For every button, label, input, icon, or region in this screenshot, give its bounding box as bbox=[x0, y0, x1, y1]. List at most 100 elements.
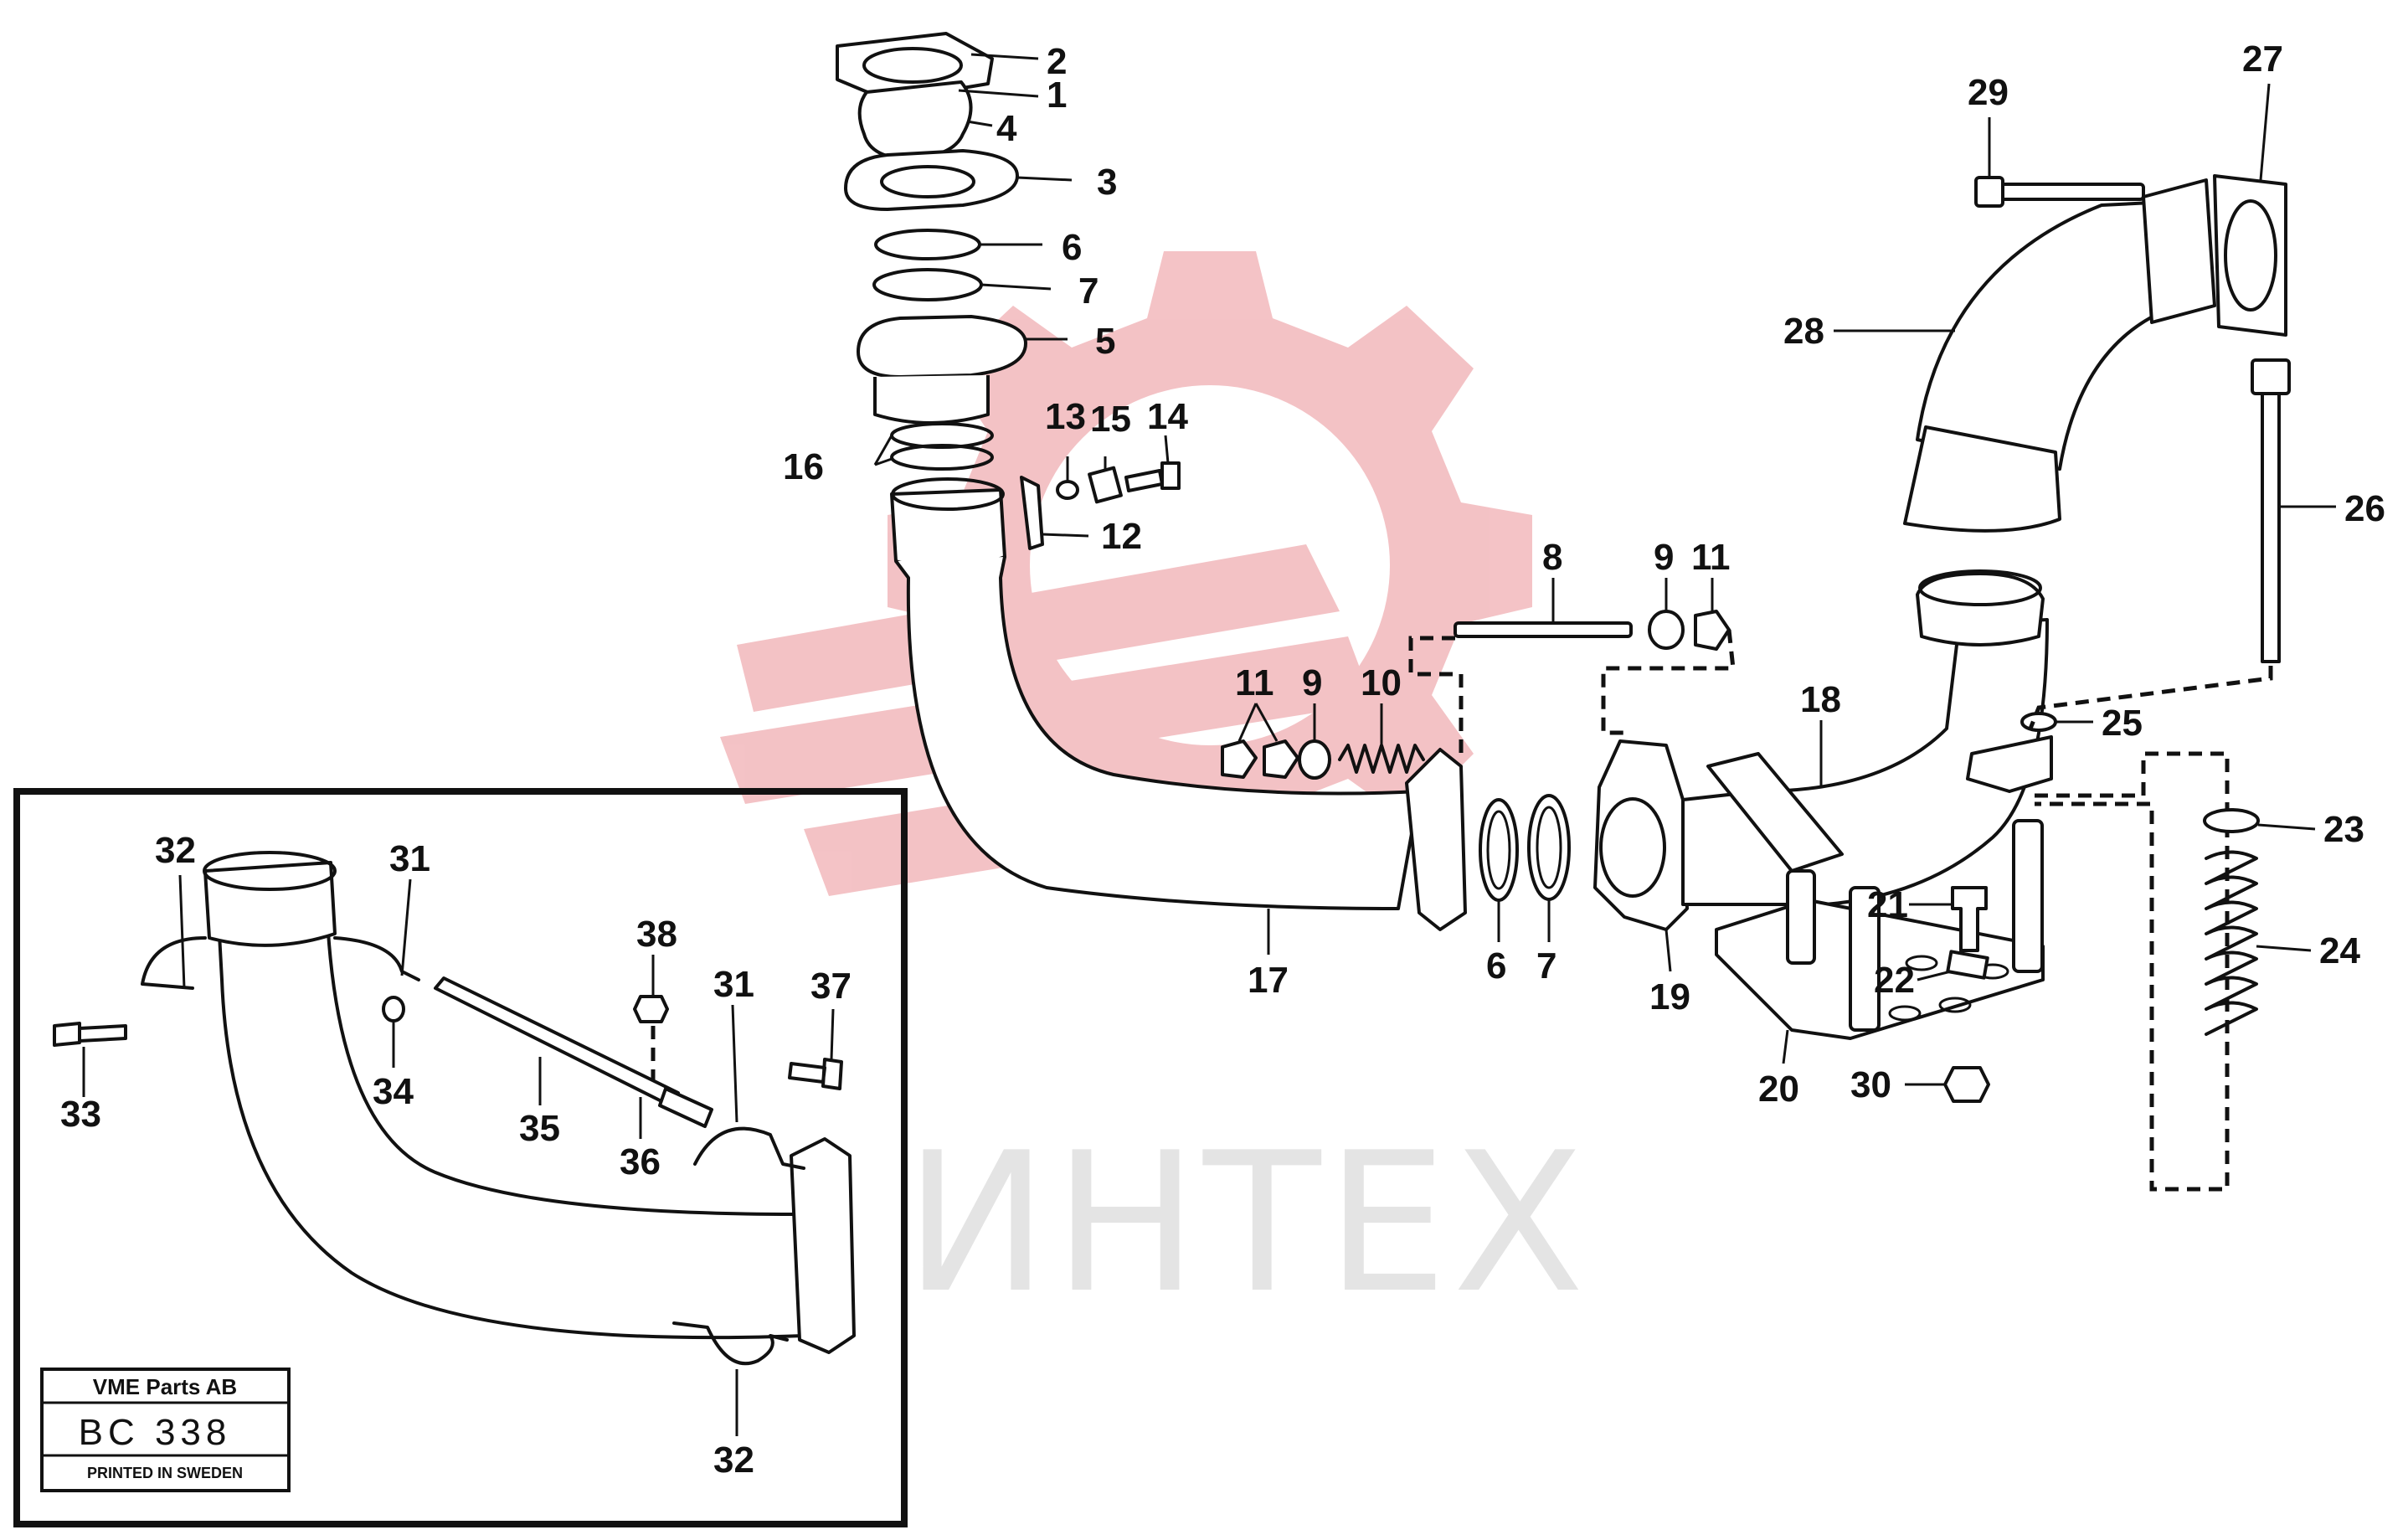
washer-9-left bbox=[1298, 739, 1331, 780]
flange-3-bore bbox=[880, 165, 975, 198]
pipe-socket bbox=[890, 488, 1006, 570]
clamp-12 bbox=[1020, 476, 1044, 550]
seal-ring-16-a bbox=[890, 422, 994, 449]
flange-27-plate bbox=[2142, 178, 2216, 324]
callout-35: 35 bbox=[519, 1108, 560, 1149]
callout-7-top: 7 bbox=[1078, 270, 1099, 312]
callout-18: 18 bbox=[1800, 679, 1841, 720]
bolt-29-head bbox=[1974, 176, 2004, 208]
callout-36: 36 bbox=[620, 1141, 661, 1182]
middle-gaskets bbox=[1479, 794, 1571, 902]
leader-37 bbox=[830, 1008, 835, 1060]
flange-19-bore bbox=[1599, 797, 1666, 898]
washer-23 bbox=[2203, 808, 2260, 833]
leader-11-left bbox=[1237, 703, 1279, 742]
leader-lines bbox=[82, 53, 2336, 1436]
inset-pipe-socket bbox=[203, 861, 337, 947]
flange-5-neck bbox=[873, 375, 990, 425]
callout-32-top: 32 bbox=[155, 830, 196, 871]
nut-30 bbox=[1943, 1066, 1990, 1103]
right-pipe-assembly bbox=[1593, 569, 2057, 931]
stamp-company: VME Parts AB bbox=[93, 1374, 237, 1399]
callout-16: 16 bbox=[783, 446, 824, 487]
long-bolt-and-spring bbox=[2028, 358, 2291, 1192]
watermark-text: ИНТЕХ bbox=[904, 1112, 1589, 1336]
leader-22 bbox=[1917, 970, 1952, 981]
pipe-socket-mouth bbox=[891, 477, 1005, 511]
leader-23 bbox=[2257, 823, 2316, 831]
leader-4 bbox=[966, 120, 993, 127]
inset-pipe-flange bbox=[790, 1137, 856, 1354]
inset-bolt-33 bbox=[53, 1022, 127, 1047]
top-flange-2-bore bbox=[862, 47, 963, 84]
leader-16 bbox=[873, 435, 893, 466]
plate-hole-a bbox=[1905, 955, 1938, 971]
leader-14 bbox=[1164, 435, 1170, 464]
base-plate-20 bbox=[1715, 819, 2045, 1103]
callout-5: 5 bbox=[1095, 321, 1115, 362]
callout-6-mid: 6 bbox=[1486, 945, 1506, 986]
callout-32-bottom: 32 bbox=[713, 1440, 754, 1481]
leader-27 bbox=[2259, 83, 2271, 181]
spring-bolt-dash-left bbox=[1408, 636, 1464, 754]
flange-3 bbox=[844, 149, 1019, 211]
callout-31-top: 31 bbox=[389, 838, 430, 879]
leader-12 bbox=[1042, 533, 1089, 538]
stamp-printed: PRINTED IN SWEDEN bbox=[87, 1465, 243, 1481]
leader-19 bbox=[1665, 929, 1672, 972]
inset-clamp-32-bottom bbox=[672, 1321, 789, 1366]
leader-3 bbox=[1016, 176, 1073, 182]
gasket-7-mid-inner bbox=[1536, 806, 1562, 889]
callout-23: 23 bbox=[2323, 809, 2364, 850]
callout-15: 15 bbox=[1090, 399, 1131, 440]
bellows-1 bbox=[857, 80, 973, 161]
curved-pipe-28 bbox=[1903, 174, 2287, 533]
inset-link-36 bbox=[658, 1087, 713, 1128]
bolt-14-head bbox=[1160, 461, 1181, 490]
bolt-29-shank bbox=[1999, 183, 2145, 201]
bolt-26-head bbox=[2251, 358, 2291, 395]
callout-27: 27 bbox=[2242, 39, 2283, 80]
callout-8: 8 bbox=[1542, 537, 1562, 578]
ring-6-top bbox=[874, 229, 981, 260]
post-center bbox=[1849, 886, 1881, 1032]
bent-pipe-17 bbox=[894, 556, 1467, 931]
watermark-bar-top bbox=[737, 544, 1340, 712]
callout-22: 22 bbox=[1874, 960, 1915, 1001]
plate-hole-c bbox=[1888, 1005, 1922, 1022]
bent-pipe-17-body bbox=[894, 556, 1421, 910]
plate-hole-b bbox=[1938, 997, 1972, 1013]
leader-20 bbox=[1782, 1029, 1789, 1064]
leader-24 bbox=[2256, 945, 2312, 952]
callout-3: 3 bbox=[1097, 162, 1117, 203]
spring-24 bbox=[2205, 850, 2258, 1036]
inset-washer-34 bbox=[382, 996, 405, 1022]
callout-4: 4 bbox=[996, 108, 1017, 149]
title-stamp: VME Parts AB BC 338 PRINTED IN SWEDEN bbox=[40, 1368, 291, 1492]
callout-21: 21 bbox=[1867, 884, 1908, 925]
lock-plate-15 bbox=[1088, 466, 1123, 504]
gasket-6-mid bbox=[1479, 798, 1519, 902]
bolt-21 bbox=[1951, 886, 1988, 952]
callout-6-top: 6 bbox=[1062, 227, 1082, 268]
inset-bolt-37 bbox=[788, 1058, 843, 1090]
nut-11-b bbox=[1263, 739, 1299, 779]
leader-7 bbox=[980, 283, 1052, 291]
bent-pipe-17-flange bbox=[1405, 748, 1467, 931]
callout-24: 24 bbox=[2319, 930, 2360, 971]
stamp-border bbox=[40, 1368, 291, 1492]
inset-clamp-32-top bbox=[141, 936, 207, 990]
flange-19 bbox=[1593, 739, 1689, 931]
nut-11-right bbox=[1694, 610, 1731, 651]
callout-37: 37 bbox=[810, 966, 852, 1007]
stamp-code: BC 338 bbox=[79, 1412, 232, 1453]
inset-frame bbox=[13, 788, 908, 1527]
flange-27-bore bbox=[2224, 199, 2277, 312]
callout-30: 30 bbox=[1850, 1064, 1891, 1105]
callout-labels: 2 1 4 3 6 7 5 16 13 15 14 12 8 9 11 11 9… bbox=[60, 39, 2385, 1481]
leader-1 bbox=[958, 89, 1039, 98]
leader-32-top bbox=[178, 874, 186, 989]
spring-frame-dash bbox=[2035, 751, 2230, 1192]
leader-2 bbox=[970, 53, 1039, 60]
pipe-18-bellmouth-rim bbox=[1918, 569, 2042, 606]
